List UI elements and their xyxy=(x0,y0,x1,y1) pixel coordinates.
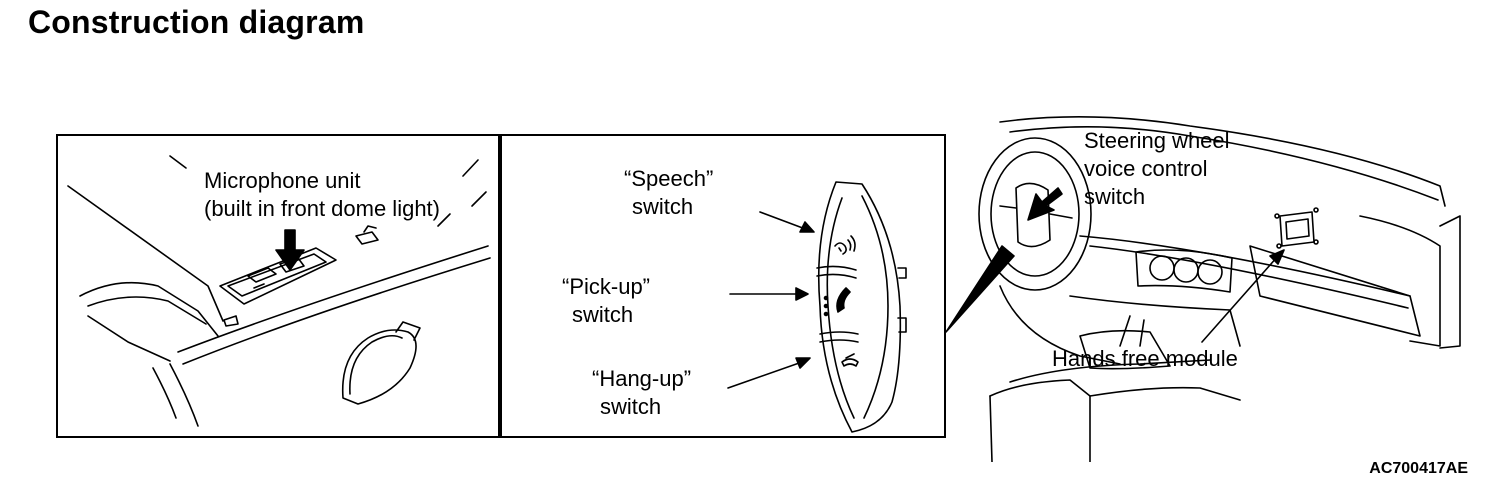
dashboard-illustration xyxy=(945,116,1461,462)
hangup-label-line2: switch xyxy=(600,394,662,419)
switch-pad-illustration xyxy=(727,181,907,433)
steering-label-line3: switch xyxy=(1084,184,1146,209)
hands-free-module-label: Hands free module xyxy=(1052,346,1238,371)
speech-label-line2: switch xyxy=(632,194,694,219)
microphone-label-line1: Microphone unit xyxy=(204,168,361,193)
hangup-label-line1: “Hang-up” xyxy=(592,366,692,391)
speech-label-line1: “Speech” xyxy=(624,166,714,191)
microphone-label-line2: (built in front dome light) xyxy=(204,196,440,221)
figure-code: AC700417AE xyxy=(1369,460,1468,477)
switch-pad-panel: “Speech” switch “Pick-up” switch “Hang-u… xyxy=(500,134,946,438)
pickup-label-line1: “Pick-up” xyxy=(562,274,651,299)
steering-label-line1: Steering wheel xyxy=(1084,128,1230,153)
steering-label-line2: voice control xyxy=(1084,156,1208,181)
page-title: Construction diagram xyxy=(28,4,365,40)
dome-light-panel: Microphone unit (built in front dome lig… xyxy=(56,134,500,438)
pickup-label-line2: switch xyxy=(572,302,634,327)
dome-light-illustration xyxy=(67,155,491,427)
